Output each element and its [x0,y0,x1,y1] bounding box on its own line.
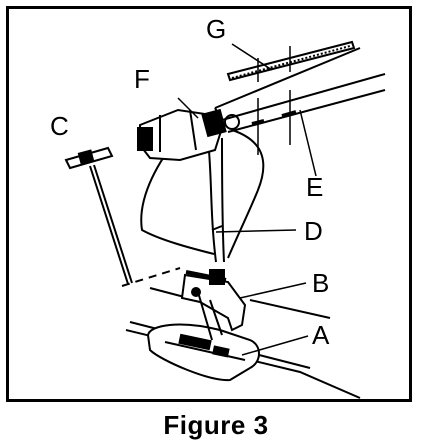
tower-body [140,129,265,259]
label-a: A [312,320,330,350]
rubber-strip-g [226,40,356,82]
figure-caption: Figure 3 [163,410,269,440]
leader-b [239,282,307,299]
label-c: C [50,111,69,141]
tool-c [64,146,181,287]
strap-d [207,137,225,263]
label-d: D [304,216,323,246]
label-g: G [206,14,226,44]
end-cap-f [137,108,240,162]
label-f: F [134,64,150,94]
leader-d [215,229,297,233]
label-b: B [312,268,329,298]
leader-e [299,109,317,177]
leader-a [241,335,309,356]
leader-lines [177,43,317,356]
gutter-clip-a [146,323,260,382]
crossbar-e [214,47,386,155]
label-e: E [306,172,323,202]
leader-g [231,43,273,71]
leader-f [177,97,199,119]
foot-bracket-b [180,269,247,341]
